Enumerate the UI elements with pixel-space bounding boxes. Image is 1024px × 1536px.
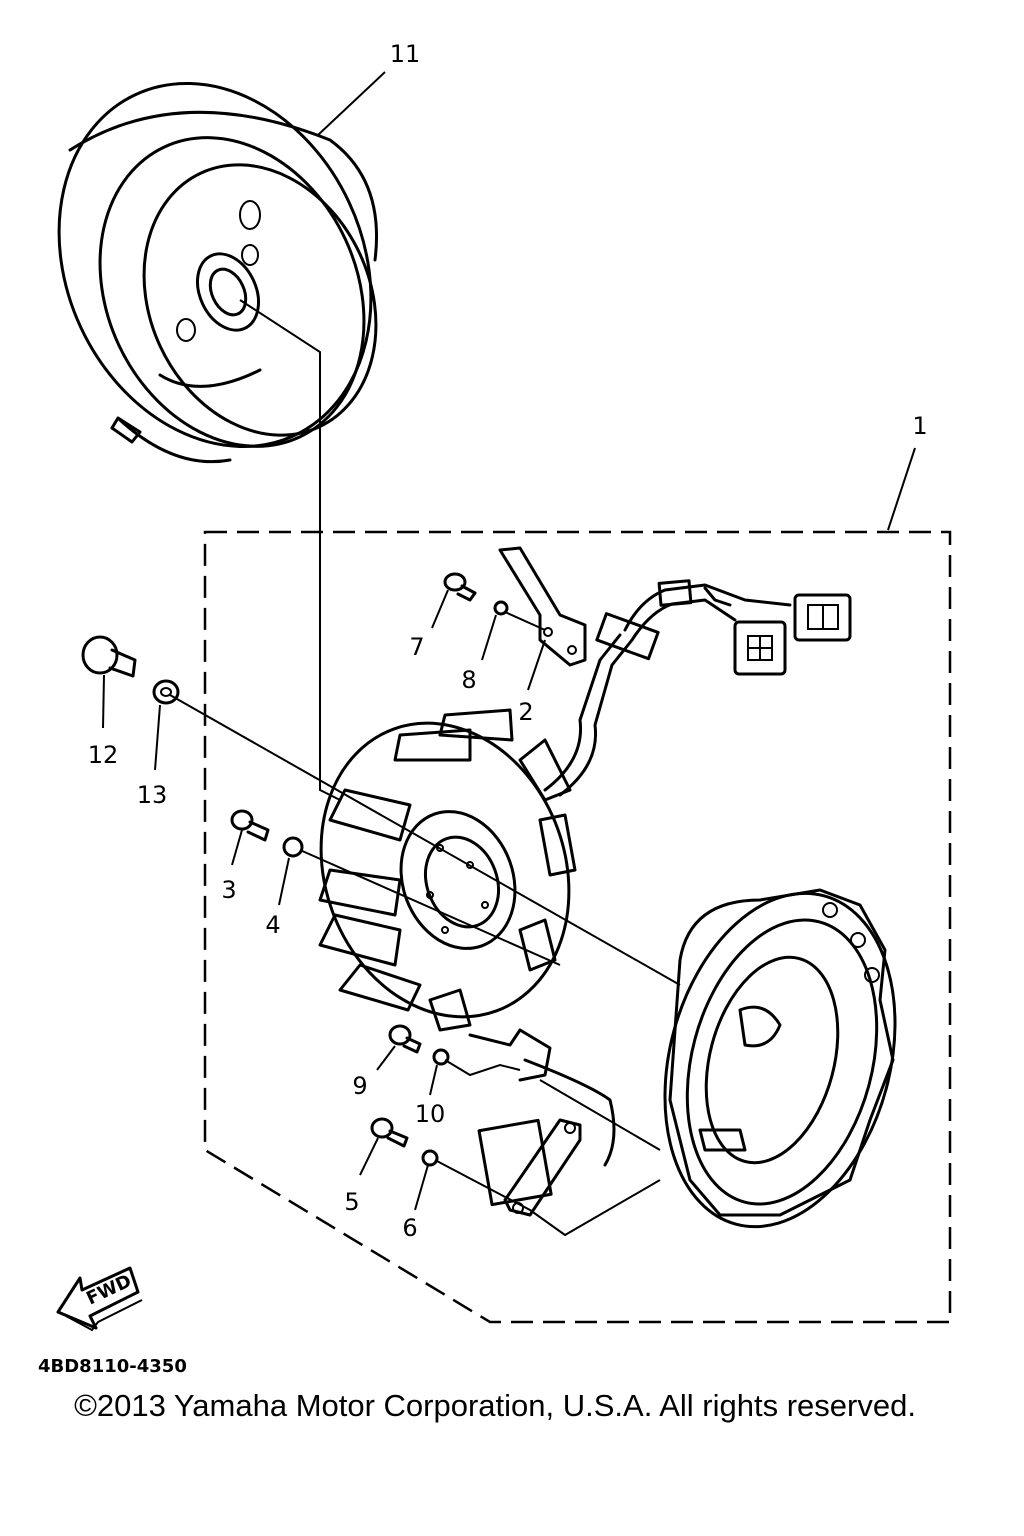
stator-assembly-boundary [203,530,952,1324]
washer-8-icon [493,600,509,616]
callout-2: 2 [518,698,533,726]
callout-8: 8 [461,666,476,694]
callout-7: 7 [409,633,424,661]
connector-4pin-icon [733,620,787,676]
flywheel-rotor [57,81,379,464]
bolt-12-icon [81,635,137,678]
washer-6-icon [421,1149,439,1167]
bolt-3-icon [230,809,270,842]
callout-11: 11 [390,40,421,68]
bolt-9-icon [388,1024,422,1054]
callout-6: 6 [402,1214,417,1242]
washer-4-icon [282,836,304,858]
crankcase-cover [663,888,897,1229]
bolt-7-icon [443,572,477,602]
bolt-5-icon [370,1117,409,1148]
diagram-code: 4BD8110-4350 [38,1356,187,1377]
wire-harness [543,579,792,797]
washer-10-icon [432,1048,450,1066]
connector-2pin-icon [793,593,852,642]
copyright-notice: ©2013 Yamaha Motor Corporation, U.S.A. A… [74,1388,916,1423]
callout-13: 13 [137,781,168,809]
callout-4: 4 [265,911,280,939]
washer-13-icon [152,679,180,705]
stator-coil [318,708,577,1032]
clamp-bracket [498,546,587,667]
callout-1: 1 [912,412,927,440]
callout-9: 9 [352,1072,367,1100]
callout-3: 3 [221,876,236,904]
callout-12: 12 [88,741,119,769]
callout-10: 10 [415,1100,446,1128]
forward-arrow-icon: FWD [56,1266,143,1332]
pickup-coil [468,1028,616,1217]
callout-5: 5 [344,1188,359,1216]
